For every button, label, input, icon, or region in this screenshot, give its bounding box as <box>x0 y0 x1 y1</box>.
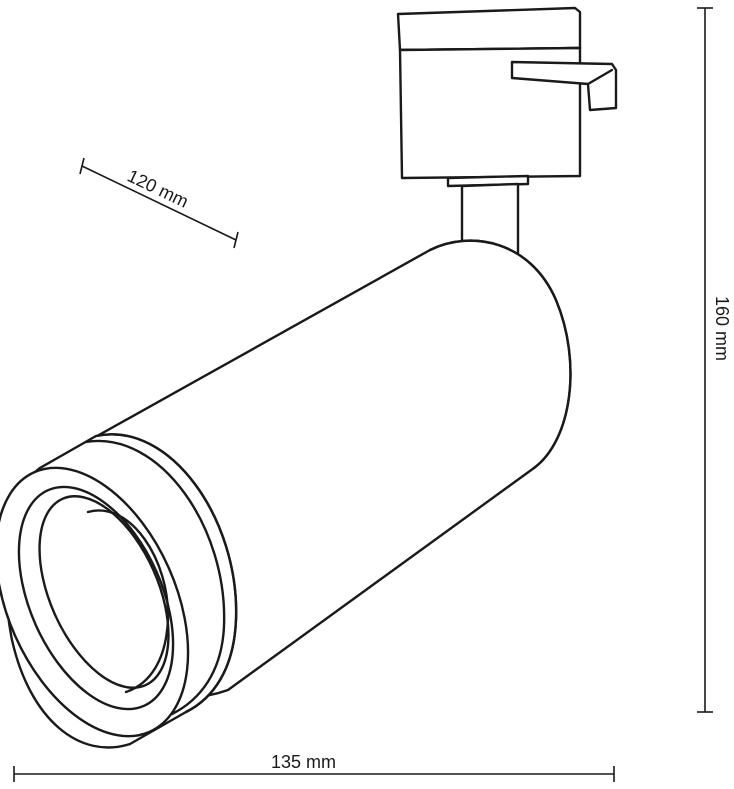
dimension-width: 135 mm <box>13 752 615 782</box>
depth-label: 120 mm <box>124 166 191 212</box>
front-ring <box>0 433 238 749</box>
track-adapter <box>396 6 618 188</box>
dimension-depth: 120 mm <box>79 157 239 249</box>
width-label: 135 mm <box>271 752 336 772</box>
height-label: 160 mm <box>712 296 732 361</box>
dimension-height: 160 mm <box>697 7 732 713</box>
